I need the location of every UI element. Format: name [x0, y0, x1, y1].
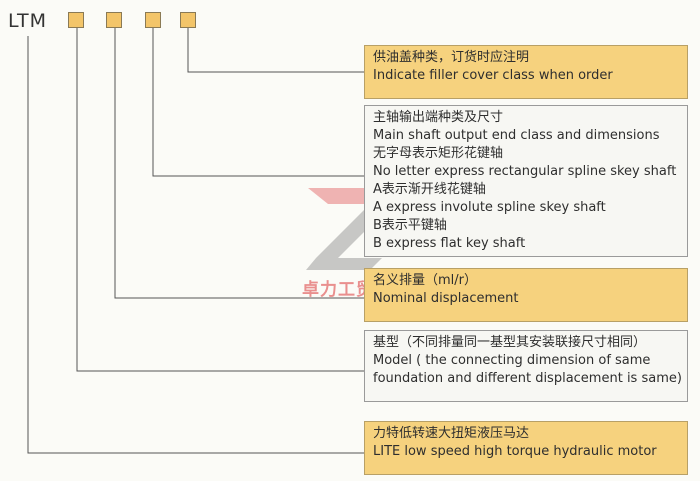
box-main-shaft-line-3: 无字母表示矩形花键轴	[373, 146, 504, 161]
connector-slot-4	[187, 28, 364, 73]
box-model-en-1: Model ( the connecting dimension of same	[373, 353, 651, 368]
watermark-text: 卓力工贸	[302, 280, 374, 300]
box-filler-cover-cn: 供油盖种类，订货时应注明	[373, 50, 530, 65]
box-main-shaft-line-8: B express flat key shaft	[373, 236, 526, 251]
box-main-shaft-line-1: 主轴输出端种类及尺寸	[373, 110, 504, 125]
box-displacement: 名义排量（ml/r） Nominal displacement	[364, 268, 688, 322]
box-product: 力特低转速大扭矩液压马达 LITE low speed high torque …	[364, 421, 688, 475]
box-product-en: LITE low speed high torque hydraulic mot…	[373, 444, 657, 459]
box-model-en-2: foundation and different displacement is…	[373, 371, 682, 386]
connector-slot-3	[152, 28, 364, 177]
code-slot-3	[145, 12, 161, 28]
box-displacement-en: Nominal displacement	[373, 291, 519, 306]
box-main-shaft-line-6: A express involute spline skey shaft	[373, 200, 606, 215]
code-slot-4	[180, 12, 196, 28]
box-filler-cover: 供油盖种类，订货时应注明 Indicate filler cover class…	[364, 45, 688, 99]
box-main-shaft-line-2: Main shaft output end class and dimensio…	[373, 128, 660, 143]
box-filler-cover-en: Indicate filler cover class when order	[373, 68, 613, 83]
code-slot-2	[106, 12, 122, 28]
connector-code	[27, 36, 364, 454]
code-slot-1	[68, 12, 84, 28]
box-model-cn: 基型（不同排量同一基型其安装联接尺寸相同）	[373, 335, 647, 350]
box-model: 基型（不同排量同一基型其安装联接尺寸相同） Model ( the connec…	[364, 330, 688, 402]
connector-slot-1	[76, 28, 364, 372]
box-main-shaft-line-5: A表示渐开线花键轴	[373, 182, 486, 197]
connector-slot-2	[114, 28, 364, 299]
box-main-shaft: 主轴输出端种类及尺寸 Main shaft output end class a…	[364, 105, 688, 257]
box-product-cn: 力特低转速大扭矩液压马达	[373, 426, 530, 441]
box-main-shaft-line-4: No letter express rectangular spline ske…	[373, 164, 677, 179]
code-label: LTM	[8, 10, 47, 32]
box-main-shaft-line-7: B表示平键轴	[373, 218, 447, 233]
box-displacement-cn: 名义排量（ml/r）	[373, 273, 478, 288]
